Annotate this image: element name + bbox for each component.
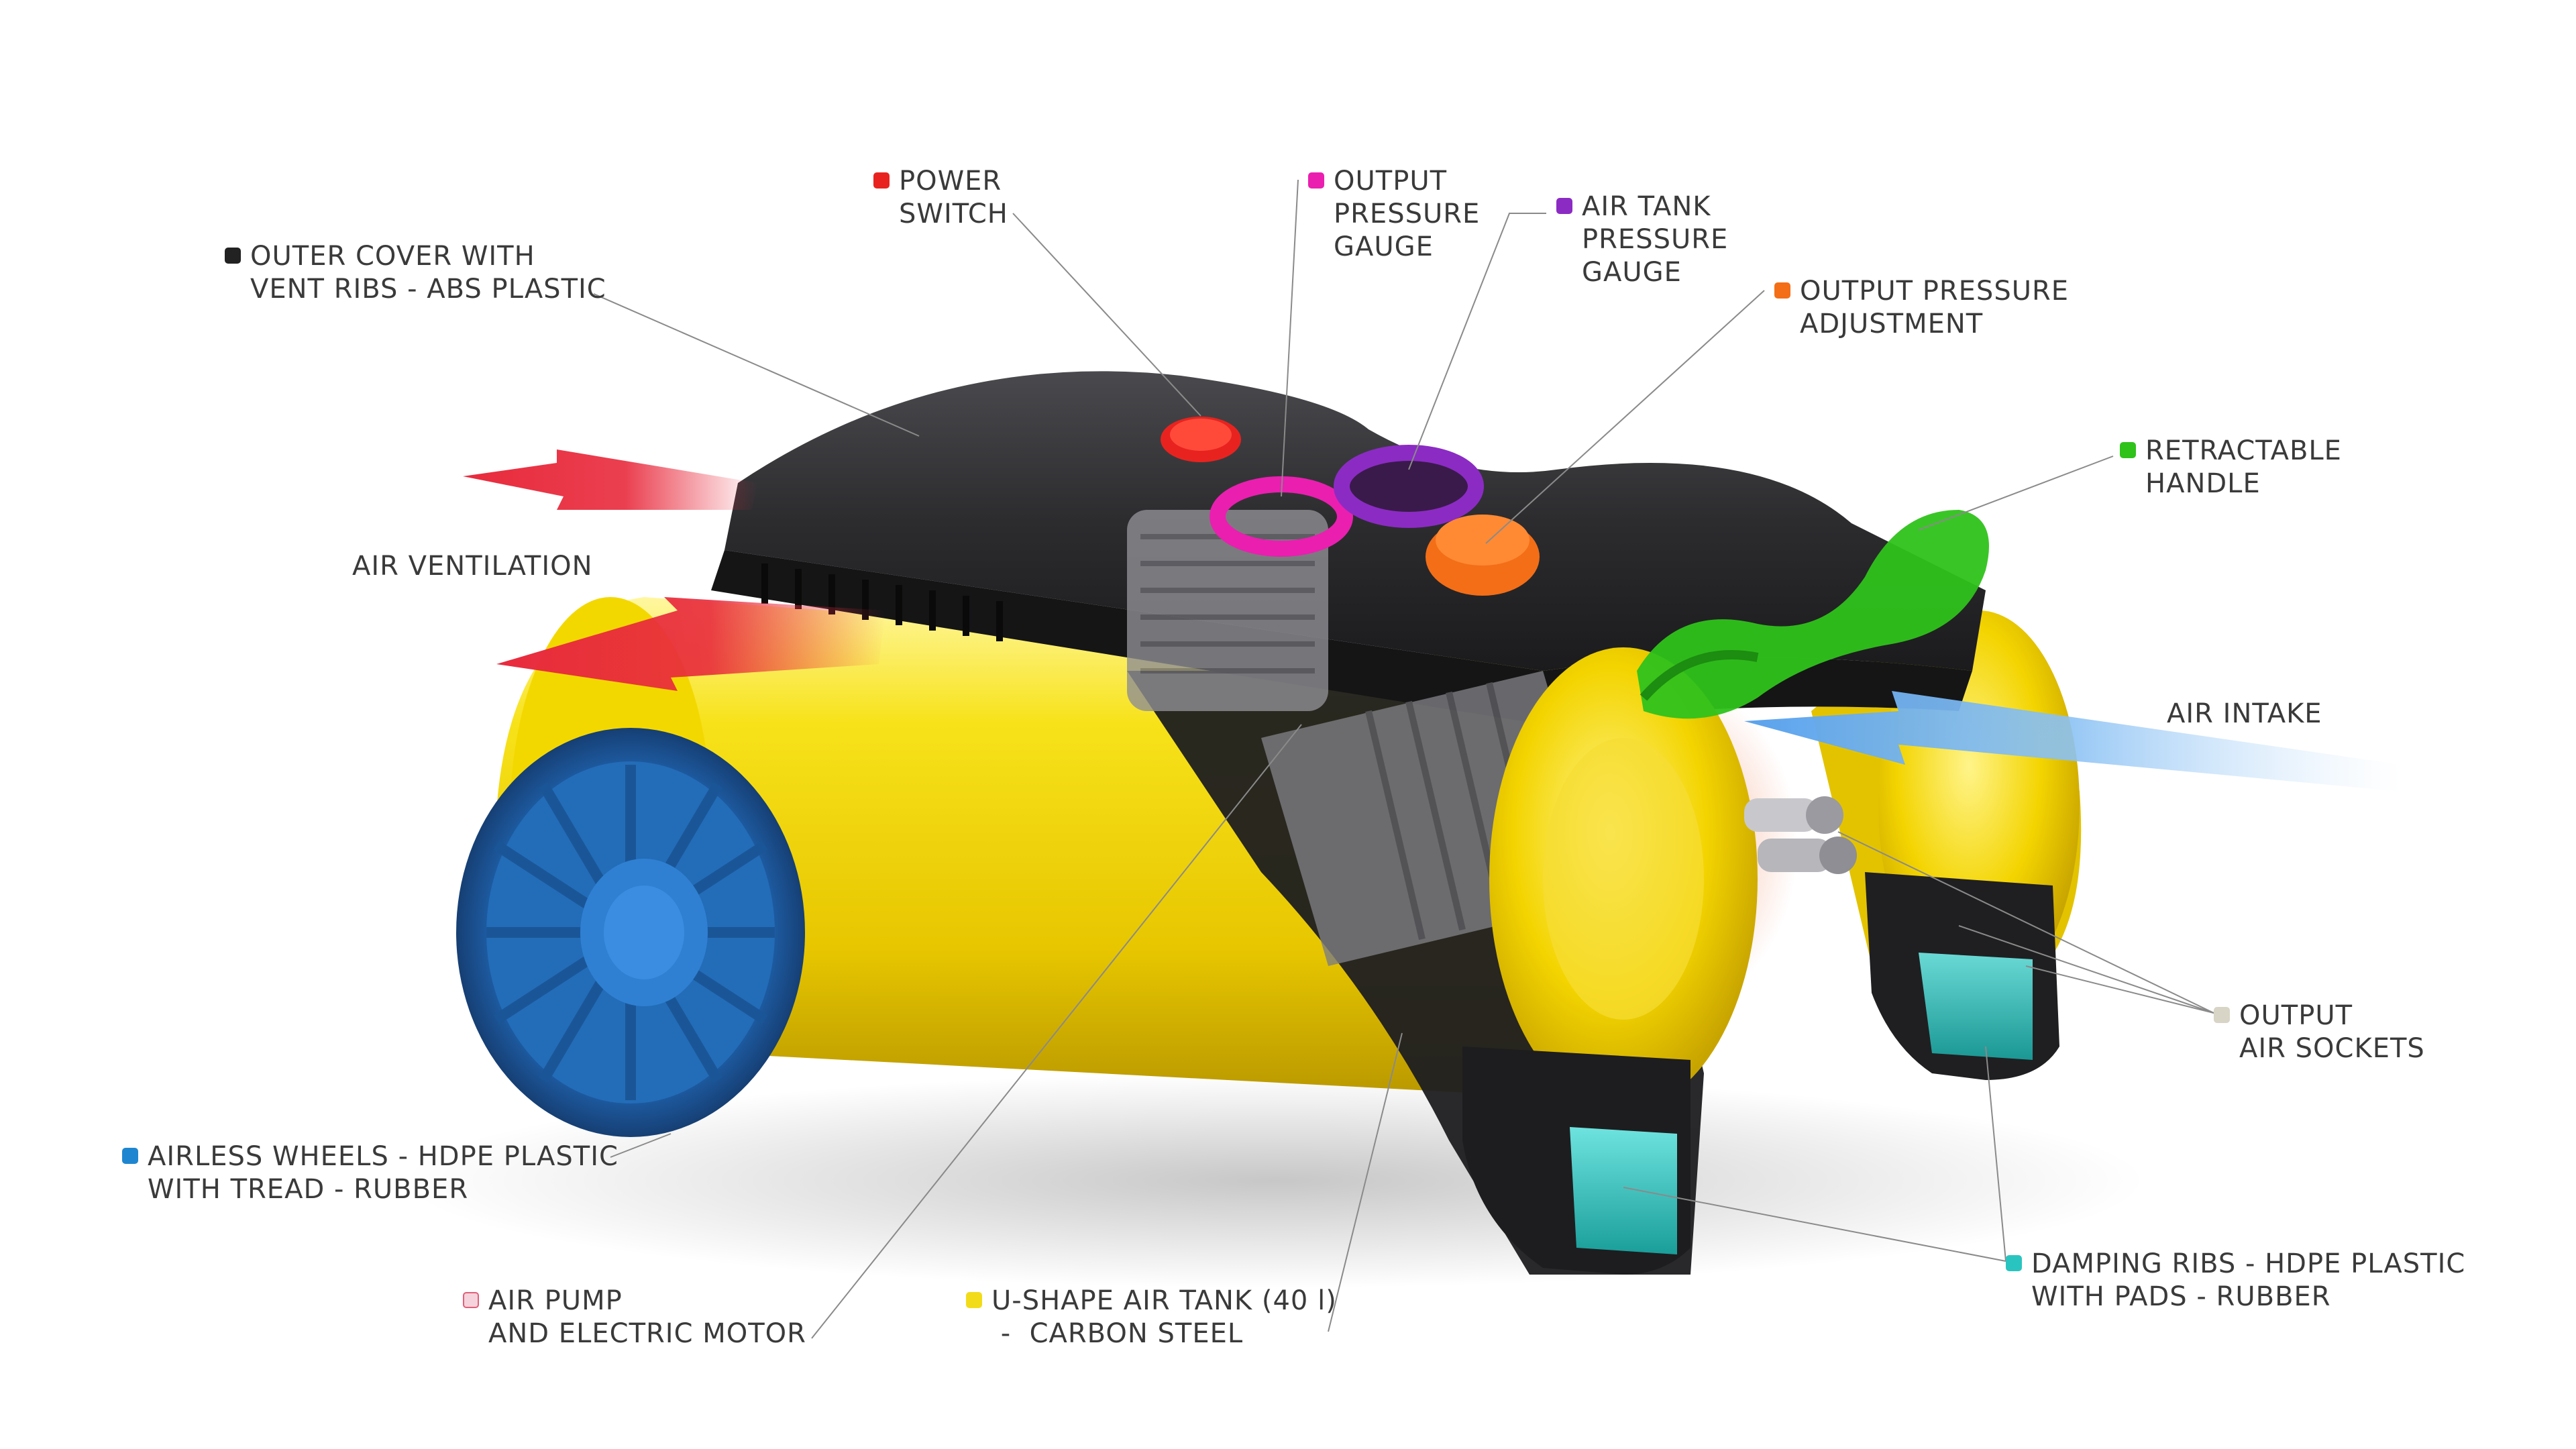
callout-airless-wheels-line2: WITH TREAD - RUBBER bbox=[148, 1174, 469, 1205]
controls bbox=[1161, 417, 1540, 596]
callout-retractable-handle: RETRACTABLE HANDLE bbox=[2120, 435, 2342, 500]
callout-output-pressure-adjustment: OUTPUT PRESSURE ADJUSTMENT bbox=[1774, 275, 2069, 341]
callout-output-pressure-gauge-line2: PRESSURE bbox=[1334, 199, 1481, 229]
callout-air-pump-line2: AND ELECTRIC MOTOR bbox=[488, 1318, 806, 1349]
callout-outer-cover: OUTER COVER WITH VENT RIBS - ABS PLASTIC bbox=[225, 240, 606, 306]
callout-air-intake: AIR INTAKE bbox=[2167, 698, 2322, 731]
callout-output-pressure-adjustment-line2: ADJUSTMENT bbox=[1800, 309, 1984, 339]
callout-output-air-sockets-line2: AIR SOCKETS bbox=[2239, 1033, 2425, 1064]
legend-swatch-air-tank-pressure-gauge bbox=[1556, 198, 1572, 214]
leader-lines bbox=[593, 179, 2214, 1339]
callout-u-shape-air-tank-line1: U-SHAPE AIR TANK (40 l) bbox=[991, 1285, 1337, 1316]
legend-swatch-output-air-sockets bbox=[2214, 1007, 2230, 1023]
legend-swatch-output-pressure-gauge bbox=[1308, 172, 1324, 189]
callout-air-intake-line1: AIR INTAKE bbox=[2167, 698, 2322, 729]
callout-output-pressure-gauge-line3: GAUGE bbox=[1334, 231, 1434, 262]
callout-air-tank-pressure-gauge-line3: GAUGE bbox=[1582, 257, 1682, 288]
callout-power-switch: POWER SWITCH bbox=[873, 165, 1008, 231]
legend-swatch-airless-wheels bbox=[122, 1148, 138, 1164]
legend-swatch-u-shape-air-tank bbox=[966, 1292, 982, 1308]
callout-u-shape-air-tank-line2: - CARBON STEEL bbox=[991, 1318, 1244, 1349]
callout-output-pressure-adjustment-line1: OUTPUT PRESSURE bbox=[1800, 276, 2070, 307]
callout-air-pump-line1: AIR PUMP bbox=[488, 1285, 623, 1316]
callout-retractable-handle-line2: HANDLE bbox=[2145, 468, 2261, 499]
callout-air-pump: AIR PUMP AND ELECTRIC MOTOR bbox=[463, 1285, 806, 1350]
legend-swatch-air-pump bbox=[463, 1292, 479, 1308]
callout-output-pressure-gauge-line1: OUTPUT bbox=[1334, 166, 1448, 197]
legend-swatch-outer-cover bbox=[225, 248, 241, 264]
callout-outer-cover-line2: VENT RIBS - ABS PLASTIC bbox=[250, 274, 606, 305]
callout-damping-ribs-line2: WITH PADS - RUBBER bbox=[2031, 1281, 2331, 1312]
vent-arrows bbox=[463, 449, 885, 691]
callout-air-ventilation-line1: AIR VENTILATION bbox=[352, 551, 593, 582]
callout-output-air-sockets: OUTPUT AIR SOCKETS bbox=[2214, 1000, 2425, 1065]
legend-swatch-power-switch bbox=[873, 172, 890, 189]
callout-air-ventilation: AIR VENTILATION bbox=[352, 550, 593, 583]
front-tank-cap bbox=[1489, 647, 1758, 1110]
legend-swatch-damping-ribs bbox=[2006, 1255, 2022, 1271]
retractable-handle-shape bbox=[1637, 510, 1989, 719]
callout-air-tank-pressure-gauge: AIR TANK PRESSURE GAUGE bbox=[1556, 191, 1728, 289]
callout-outer-cover-line1: OUTER COVER WITH bbox=[250, 241, 535, 272]
callout-damping-ribs: DAMPING RIBS - HDPE PLASTIC WITH PADS - … bbox=[2006, 1248, 2465, 1313]
callout-airless-wheels: AIRLESS WHEELS - HDPE PLASTIC WITH TREAD… bbox=[122, 1140, 619, 1206]
callout-air-tank-pressure-gauge-line1: AIR TANK bbox=[1582, 191, 1711, 222]
callout-output-air-sockets-line1: OUTPUT bbox=[2239, 1000, 2353, 1031]
rear-foot bbox=[1865, 872, 2059, 1080]
output-air-sockets-shape bbox=[1744, 796, 1857, 874]
airless-wheel bbox=[456, 728, 805, 1137]
callout-retractable-handle-line1: RETRACTABLE bbox=[2145, 435, 2342, 466]
front-foot bbox=[1462, 1046, 1690, 1275]
callout-damping-ribs-line1: DAMPING RIBS - HDPE PLASTIC bbox=[2031, 1248, 2466, 1279]
legend-swatch-retractable-handle bbox=[2120, 442, 2136, 458]
legend-swatch-output-pressure-adjustment bbox=[1774, 282, 1790, 299]
callout-airless-wheels-line1: AIRLESS WHEELS - HDPE PLASTIC bbox=[148, 1141, 619, 1172]
callout-u-shape-air-tank: U-SHAPE AIR TANK (40 l) - CARBON STEEL bbox=[966, 1285, 1337, 1350]
callout-power-switch-line1: POWER bbox=[899, 166, 1002, 197]
callout-power-switch-line2: SWITCH bbox=[899, 199, 1008, 229]
callout-air-tank-pressure-gauge-line2: PRESSURE bbox=[1582, 224, 1729, 255]
callout-output-pressure-gauge: OUTPUT PRESSURE GAUGE bbox=[1308, 165, 1480, 264]
intake-arrow bbox=[1744, 691, 2402, 792]
